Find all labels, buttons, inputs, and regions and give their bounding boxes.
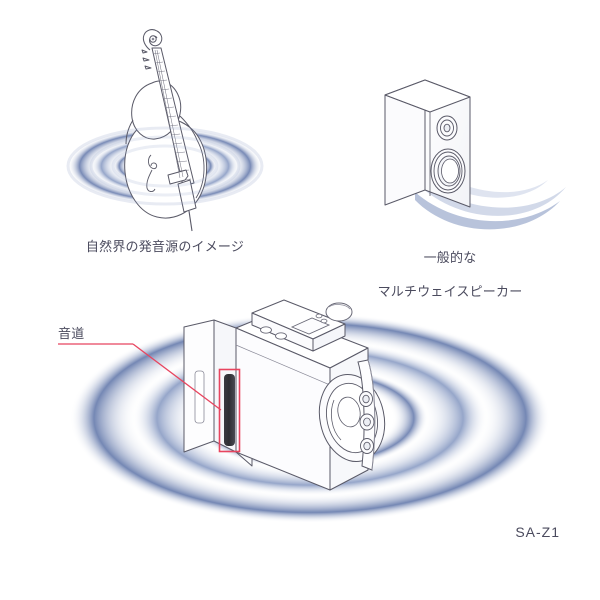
speaker-tweeter: [436, 115, 458, 141]
caption-multiway-line2: マルチウェイスピーカー: [377, 284, 523, 299]
top-button-1: [260, 326, 272, 334]
callout-highlight-box: [218, 368, 241, 453]
double-bass-icon: [124, 29, 208, 232]
display-window: [290, 317, 331, 335]
caption-multiway-speaker: 一般的な マルチウェイスピーカー: [300, 232, 600, 300]
callout-leader: [58, 343, 222, 411]
bass-fingerboard: [151, 47, 195, 187]
top-button-2: [275, 332, 287, 340]
callout-label-sound-path: 音道: [58, 326, 85, 341]
natural-ripple-overlay: [66, 126, 264, 206]
multiway-speaker-panel: [384, 79, 566, 230]
natural-source-panel: [66, 29, 264, 232]
model-label-sa-z1: SA-Z1: [515, 524, 560, 540]
bass-scroll: [141, 29, 163, 70]
indicator-1: [315, 313, 323, 319]
rotary-knob: [325, 302, 353, 322]
speaker-cabinet: [384, 79, 471, 208]
indicator-2: [320, 318, 328, 324]
caption-multiway-line1: 一般的な: [423, 250, 477, 265]
sa-z1-panel: [58, 299, 550, 523]
blade-drivers: [359, 391, 375, 454]
sound-path-port: [218, 368, 241, 453]
caption-natural-source: 自然界の発音源のイメージ: [85, 239, 245, 254]
sa-z1-top-controls: [260, 302, 353, 340]
sa-z1-driver-array: [318, 359, 386, 471]
speaker-woofer: [430, 148, 466, 194]
